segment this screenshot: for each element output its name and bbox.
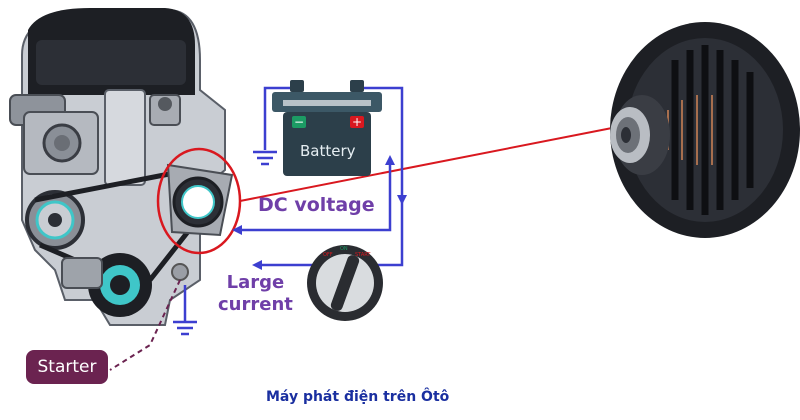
engine-illustration (9, 8, 234, 326)
switch-off-label: OFF (323, 252, 333, 258)
arrow-large-current (252, 260, 262, 270)
battery-label: Battery (300, 142, 356, 160)
ground-symbol-starter (173, 320, 197, 336)
large-current-label: Large current (218, 272, 293, 316)
highlight-connector-line (239, 127, 613, 202)
switch-start-label: START (355, 252, 371, 258)
battery-minus-label: − (294, 115, 304, 129)
arrow-to-battery (385, 155, 395, 165)
dc-voltage-label: DC voltage (258, 194, 375, 216)
battery-icon: − + (272, 80, 382, 176)
large-current-line2: current (218, 294, 293, 315)
alternator-photo (610, 22, 800, 238)
large-current-line1: Large (226, 272, 285, 293)
ground-symbol-battery (253, 150, 277, 166)
starter-dashed-wire (109, 279, 181, 371)
switch-on-label: ON (340, 246, 348, 252)
image-caption: Máy phát điện trên Ôtô (266, 389, 450, 405)
arrow-down-rail (397, 195, 407, 205)
arrow-dc-voltage (232, 225, 242, 235)
battery-plus-label: + (352, 115, 362, 129)
starter-label: Starter (26, 350, 108, 384)
ignition-switch: OFF ON START (307, 245, 383, 321)
